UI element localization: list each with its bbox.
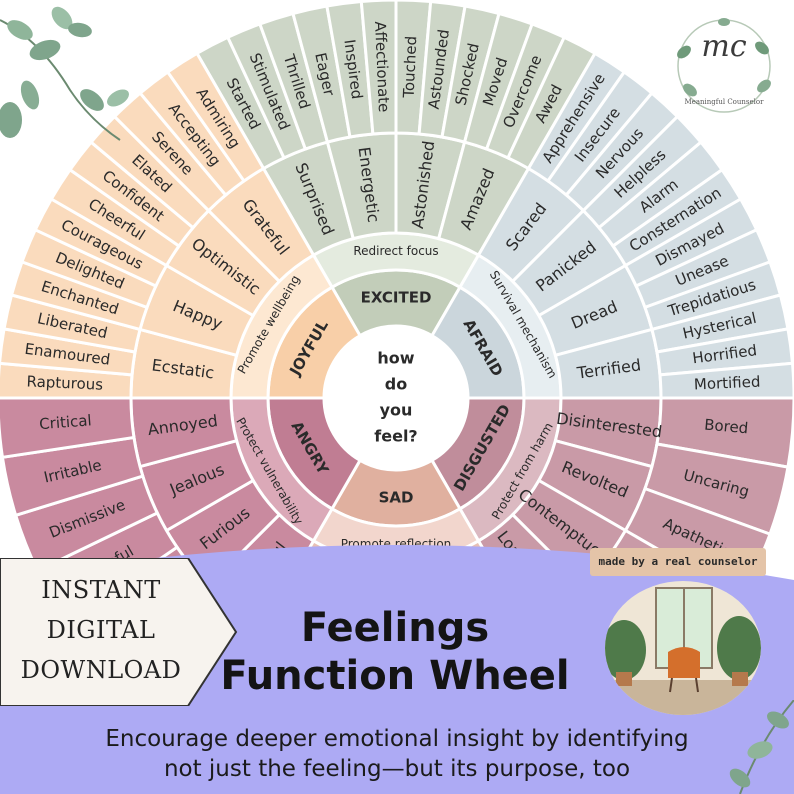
- logo-monogram: mc: [701, 29, 747, 64]
- center-line-4: feel?: [374, 427, 417, 446]
- logo-caption: Meaningful Counselor: [685, 98, 765, 106]
- badge-line-1: INSTANT: [41, 576, 161, 604]
- center-circle: [324, 326, 468, 470]
- tertiary-label-joyful-0: Rapturous: [26, 372, 103, 393]
- subtitle-line-2: not just the feeling—but its purpose, to…: [163, 756, 631, 782]
- badge-line-2: DIGITAL: [46, 616, 156, 644]
- product-title: Feelings Function Wheel: [190, 604, 600, 700]
- center-question: how do you feel?: [374, 349, 417, 446]
- made-by-tag: made by a real counselor: [590, 548, 766, 576]
- tertiary-label-excited-6: Touched: [400, 36, 421, 100]
- center-line-3: you: [380, 401, 413, 420]
- instant-download-badge: [0, 558, 238, 706]
- eucalyptus-leaves-top-left: [0, 6, 129, 141]
- room-photo: [605, 581, 761, 715]
- title-line-1: Feelings: [300, 605, 490, 651]
- tertiary-label-disgusted-0: Bored: [704, 416, 749, 438]
- function-label-excited: Redirect focus: [353, 244, 438, 258]
- tertiary-label-angry-6: Critical: [39, 411, 93, 433]
- tertiary-label-excited-5: Affectionate: [371, 21, 393, 113]
- badge-line-3: DOWNLOAD: [20, 656, 182, 684]
- tertiary-label-afraid-11: Mortified: [694, 373, 761, 394]
- subtitle-line-1: Encourage deeper emotional insight by id…: [105, 726, 689, 752]
- badge-text: INSTANT DIGITAL DOWNLOAD: [6, 570, 196, 690]
- counselor-logo: Meaningful Counselor: [677, 18, 771, 113]
- tertiary-segment-joyful-11: [165, 51, 266, 184]
- product-subtitle: Encourage deeper emotional insight by id…: [10, 724, 784, 784]
- center-line-2: do: [385, 375, 407, 394]
- center-line-1: how: [377, 349, 414, 368]
- emotion-label-excited: EXCITED: [361, 289, 432, 307]
- title-line-2: Function Wheel: [220, 653, 570, 699]
- emotion-label-sad: SAD: [379, 489, 414, 507]
- eucalyptus-leaves-bottom-right: [729, 700, 794, 794]
- made-by-text: made by a real counselor: [598, 555, 758, 568]
